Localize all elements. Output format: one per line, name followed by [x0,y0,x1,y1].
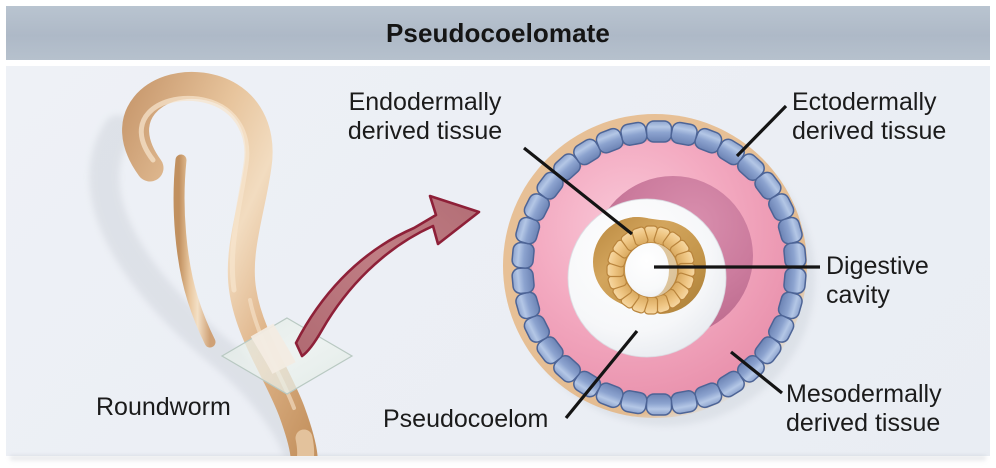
label-pseudocoelom: Pseudocoelom [383,405,549,433]
leader-pseudocoelom [564,329,639,420]
magnifier-arrow [294,194,481,358]
label-mesodermally-derived-tissue: Mesodermally derived tissue [786,380,942,437]
cell [670,121,698,146]
label-ectodermally-derived-tissue: Ectodermally derived tissue [792,88,947,145]
page-title: Pseudocoelomate [385,17,610,48]
cell [511,241,535,269]
panel-drop-shadow [10,456,986,462]
leader-endoderm [523,146,633,236]
cell [645,393,673,416]
label-endodermally-derived-tissue: Endodermally derived tissue [347,88,503,145]
figure-body-panel [6,66,990,456]
endoderm-gut-tube [593,217,706,315]
label-digestive-cavity: Digestive cavity [826,252,929,309]
leader-ectoderm [735,104,788,158]
leader-mesoderm [729,350,784,395]
section-plane [220,317,354,395]
endoderm-cell-ring [606,225,696,315]
cell [511,267,535,295]
cell [645,120,673,143]
cell [670,390,698,415]
cell [631,226,649,246]
cell [783,241,807,269]
callout-leader-lines [523,104,820,420]
label-roundworm: Roundworm [96,393,231,421]
cell [620,390,648,415]
cell [783,267,807,295]
figure-header-bar: Pseudocoelomate [6,6,990,60]
cross-section [503,114,815,426]
cell [620,121,648,146]
